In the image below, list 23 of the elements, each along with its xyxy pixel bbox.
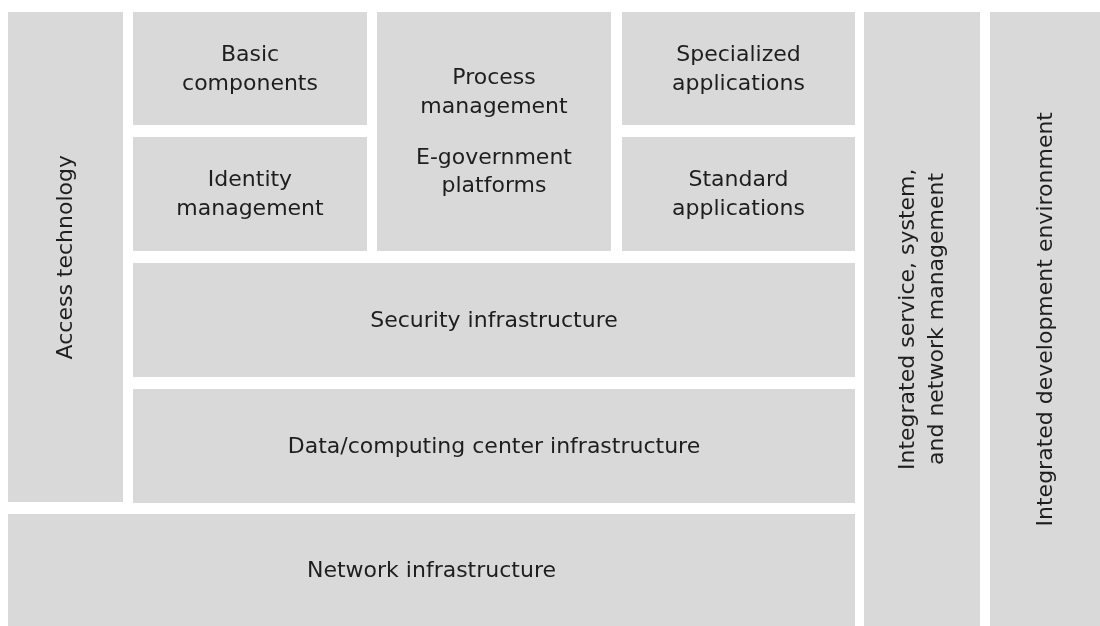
block-label: Security infrastructure [370,305,618,334]
block-label: Data/computing center infrastructure [287,431,701,460]
block-label: Specialized applications [671,39,806,97]
block-label: Basic components [181,39,319,97]
layer-block [377,12,611,251]
layer-block [864,12,980,626]
block-label: Standard applications [671,165,806,222]
layer-block [133,137,367,251]
layer-block [8,514,855,626]
layer-block [622,137,855,251]
block-label: Integrated service, system, and network management [893,167,949,472]
block-label: Process management [419,63,569,120]
layer-block [133,263,855,377]
block-label: E-government platforms [415,142,573,200]
layer-block [990,12,1100,626]
block-label: Identity management [175,165,325,222]
layer-block [622,12,855,125]
layer-block [133,12,367,125]
block-label: Network infrastructure [307,555,556,584]
layer-block [133,389,855,503]
layer-block [8,12,123,502]
block-label: Access technology [51,154,79,360]
block-label: Integrated development environment [1030,111,1058,527]
